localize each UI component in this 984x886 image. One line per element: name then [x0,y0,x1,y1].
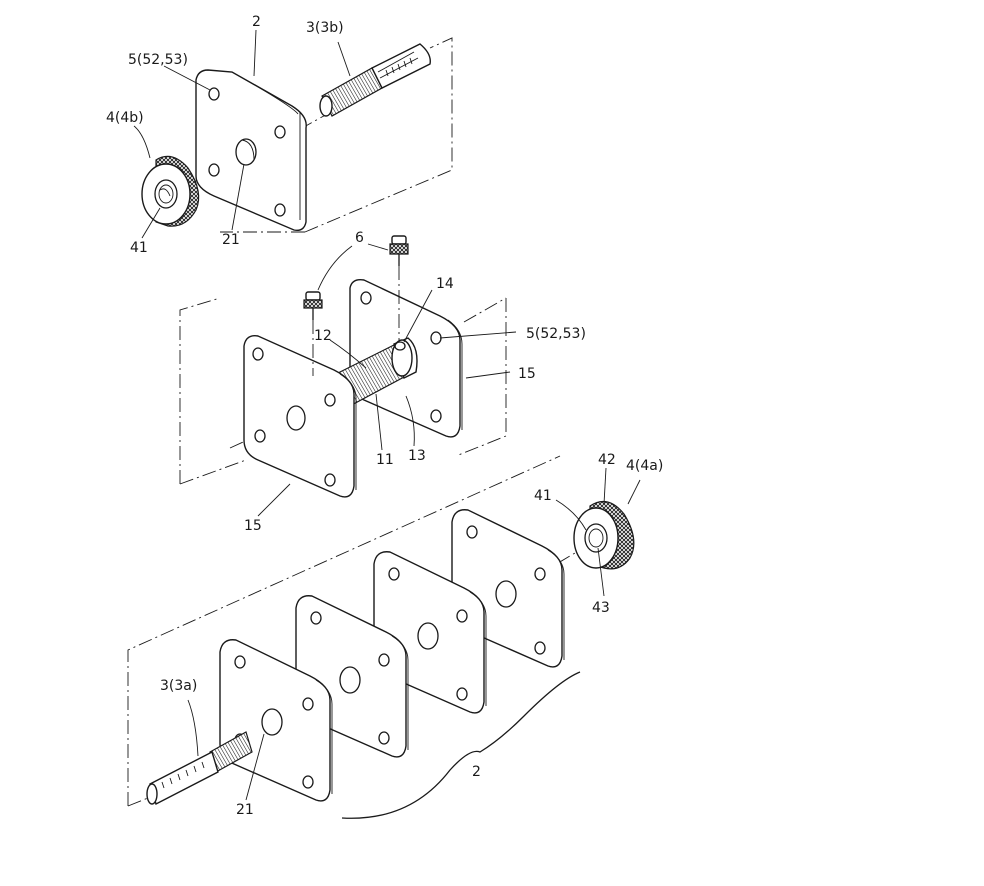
label-bolt-bottom: 3(3a) [160,678,197,694]
label-part-13: 13 [408,448,426,464]
bottom-group [128,456,640,818]
label-plate-top: 2 [252,14,261,30]
top-plate [196,70,306,230]
label-nut-top: 4(4b) [106,110,144,126]
label-part-42: 42 [598,452,616,468]
label-bolt-top: 3(3b) [306,20,344,36]
label-nut-right: 4(4a) [626,458,663,474]
top-bolt [320,44,430,116]
label-plate-bottom-center: 21 [236,802,254,818]
top-nut [142,156,199,226]
left-flange [244,336,356,497]
label-flange-right: 15 [518,366,536,382]
right-nut [574,502,634,569]
label-hole-top: 5(52,53) [128,52,188,68]
label-plates-group: 2 [472,764,481,780]
label-flange-left: 15 [244,518,262,534]
label-part-14: 14 [436,276,454,292]
label-plate-top-center: 21 [222,232,240,248]
label-nut-top-bore: 41 [130,240,148,256]
label-nut-right-inner: 43 [592,600,610,616]
label-nut-right-bore: 41 [534,488,552,504]
bottom-bolt [147,732,252,804]
label-hole-mid: 5(52,53) [526,326,586,342]
middle-group [180,236,516,516]
label-part-11: 11 [376,452,394,468]
label-pin: 6 [355,230,364,246]
label-part-12: 12 [314,328,332,344]
